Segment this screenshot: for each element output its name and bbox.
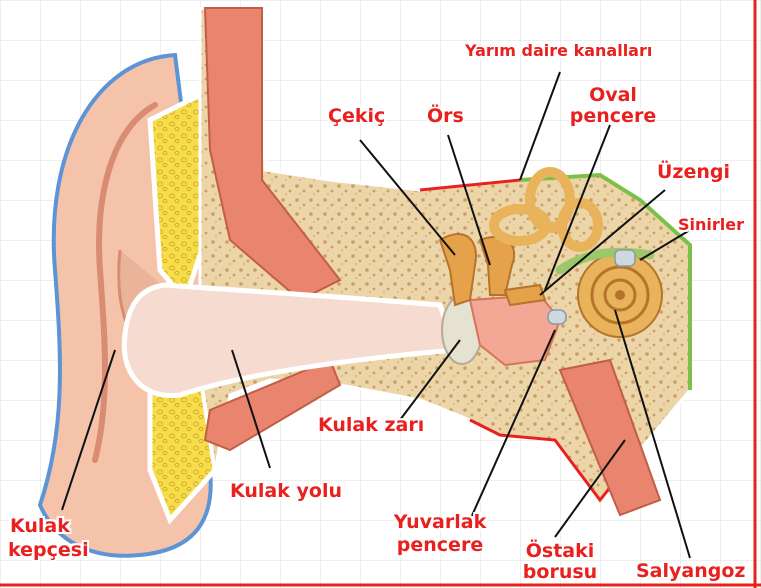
label-eustachian-tube-line1: Östaki: [520, 541, 600, 562]
label-round-window-line2: pencere: [380, 535, 500, 556]
label-eustachian-tube-line2: borusu: [520, 562, 600, 583]
label-semicircular-canals: Yarım daire kanalları: [465, 42, 652, 60]
label-stapes: Üzengi: [657, 162, 730, 183]
label-nerves: Sinirler: [678, 216, 744, 234]
label-malleus: Çekiç: [328, 106, 385, 127]
nerve-cap: [615, 250, 635, 266]
label-incus: Örs: [427, 106, 464, 127]
label-eardrum: Kulak zarı: [318, 415, 424, 436]
label-pinna-line1: Kulak: [10, 516, 70, 537]
label-round-window-line1: Yuvarlak: [380, 512, 500, 533]
label-pinna-line2: kepçesi: [8, 540, 89, 561]
cochlea-core: [615, 290, 625, 300]
round-window-shape: [548, 310, 566, 324]
label-oval-window-line2: pencere: [563, 106, 663, 127]
label-oval-window-line1: Oval: [563, 85, 663, 106]
label-cochlea: Salyangoz: [636, 561, 745, 582]
label-ear-canal: Kulak yolu: [230, 481, 342, 502]
